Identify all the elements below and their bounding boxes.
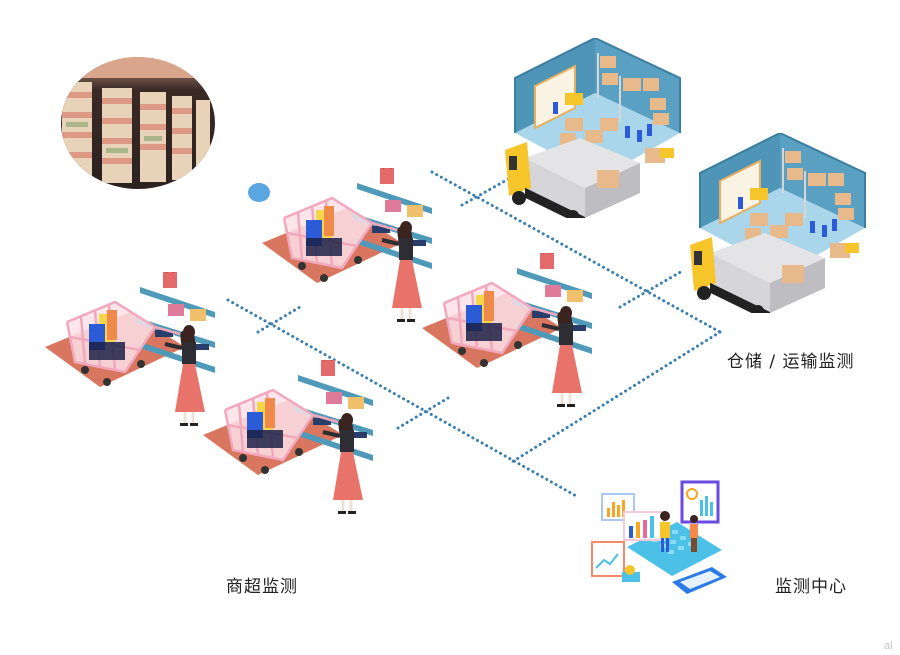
dot-marker-icon <box>248 183 270 202</box>
warehouse-truck-1 <box>505 38 685 218</box>
label-monitoring-center: 监测中心 <box>775 577 847 597</box>
connector-cross-warehouse1 <box>460 175 514 207</box>
connector-lower-diagonal <box>226 298 580 499</box>
watermark: al <box>884 640 893 652</box>
shopper-cart-shelf-3 <box>422 253 622 433</box>
shopper-cart-shelf-4 <box>203 360 403 540</box>
connector-right-return <box>510 330 722 464</box>
label-supermarket: 商超监测 <box>226 577 298 597</box>
connector-cross-mid <box>396 396 450 430</box>
connector-upper-diagonal <box>430 170 722 334</box>
monitoring-center-illustration <box>591 480 727 594</box>
label-warehouse-transport: 仓储 / 运输监测 <box>727 352 855 372</box>
connector-cross-warehouse2 <box>618 268 686 309</box>
warehouse-truck-2 <box>690 133 870 313</box>
